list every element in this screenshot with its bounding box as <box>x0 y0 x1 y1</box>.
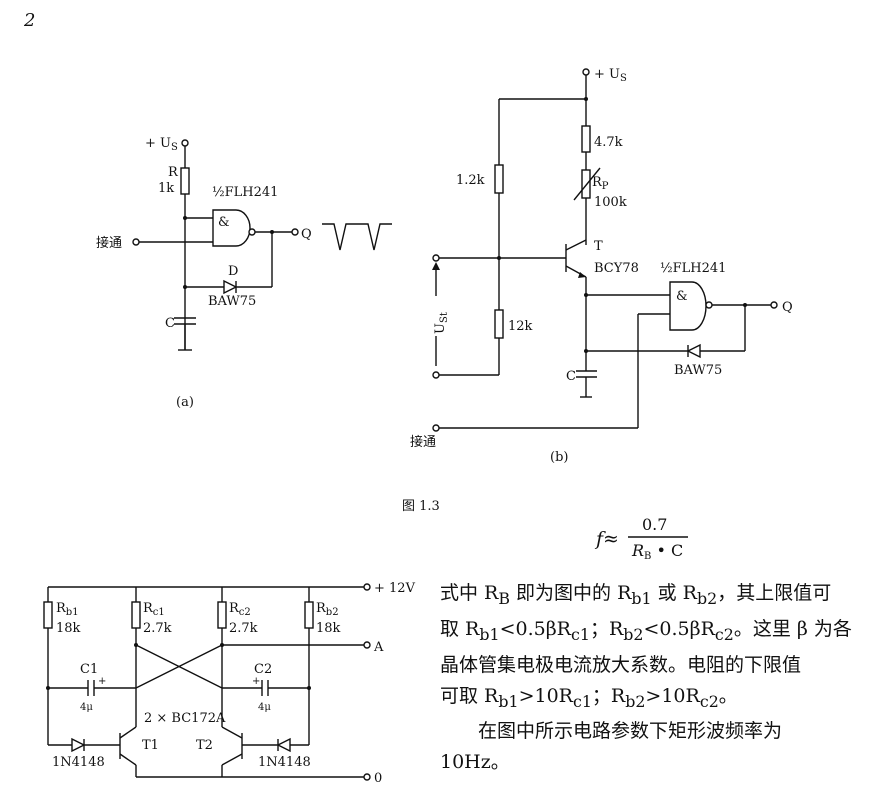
circuit-c: + 12V Rb1 18k Rc1 2.7k Rc2 2.7k Rb2 18k <box>43 581 416 786</box>
figure-caption: 图 1.3 <box>402 499 440 514</box>
input-label-a: 接通 <box>96 235 122 251</box>
gate-symbol-a: & <box>218 215 230 230</box>
rc1-value: 2.7k <box>143 621 172 636</box>
diode-2 <box>276 737 291 753</box>
supply-terminal-b <box>582 68 590 76</box>
gate-name-b: ½FLH241 <box>660 261 726 276</box>
supply-label-a: + US <box>145 136 178 153</box>
rb2-value: 18k <box>316 621 341 636</box>
gate-symbol-b: & <box>676 289 688 304</box>
ground-terminal <box>363 773 371 781</box>
c1-label: C1 <box>80 662 98 677</box>
t1-label: T1 <box>142 738 159 753</box>
resistor-12k-label: 12k <box>508 319 533 334</box>
text-line-6: 10Hz。 <box>440 751 510 774</box>
potentiometer-rp <box>581 169 591 199</box>
paragraph: 式中 RB 即为图中的 Rb1 或 Rb2，其上限值可 取 Rb1<0.5βRc… <box>440 578 860 778</box>
c2-value: 4μ <box>258 702 271 713</box>
resistor-4-7k <box>581 125 591 153</box>
nand-gate-b <box>669 281 707 331</box>
text-line-4: 可取 Rb1>10Rc1；Rb2>10Rc2。 <box>440 684 738 711</box>
diode-part-a: BAW75 <box>208 294 256 309</box>
resistor-rb2 <box>304 601 314 629</box>
vin-top-terminal <box>432 254 440 262</box>
page-number: 2 <box>24 10 36 31</box>
c2-plus: + <box>252 676 260 687</box>
ground-label: 0 <box>374 771 382 786</box>
resistor-rc1 <box>131 601 141 629</box>
c2-label: C2 <box>254 662 272 677</box>
formula-denominator: RB • C <box>631 541 683 562</box>
supply-label-b: + US <box>594 67 627 84</box>
diode-part-b: BAW75 <box>674 363 722 378</box>
c1-plus: + <box>98 676 106 687</box>
rb1-value: 18k <box>56 621 81 636</box>
text-line-5: 在图中所示电路参数下矩形波频率为 <box>478 720 783 743</box>
output-label-a: Q <box>301 227 312 242</box>
pulse-waveform <box>322 223 392 251</box>
resistor-label-a: R <box>168 165 179 180</box>
caption-a: (a) <box>176 395 194 410</box>
rc1-label: Rc1 <box>143 601 165 618</box>
text-line-2: 取 Rb1<0.5βRc1；Rb2<0.5βRc2。这里 β 为各 <box>440 617 852 644</box>
formula-lhs: f≈ <box>594 528 619 550</box>
circuit-a: + US R 1k & ½FLH241 接通 Q <box>96 136 392 410</box>
diode-1-label: 1N4148 <box>52 755 105 770</box>
input-terminal-a <box>132 238 140 246</box>
capacitor-label-b: C <box>566 369 576 384</box>
t2-label: T2 <box>196 738 213 753</box>
capacitor-label-a: C <box>165 316 175 331</box>
input-terminal-b <box>432 424 440 432</box>
diode-a <box>223 279 238 295</box>
resistor-4-7k-label: 4.7k <box>594 135 623 150</box>
vin-bottom-terminal <box>432 371 440 379</box>
vin-label: USt <box>433 312 450 334</box>
transistor-label: T <box>594 239 603 254</box>
c1-value: 4μ <box>80 702 93 713</box>
resistor-r-a <box>180 167 190 195</box>
transistor-part: BCY78 <box>594 261 639 276</box>
rc2-value: 2.7k <box>229 621 258 636</box>
output-label-b: Q <box>782 300 793 315</box>
resistor-1-2k-label: 1.2k <box>456 173 485 188</box>
diode-1 <box>71 737 86 753</box>
rb1-label: Rb1 <box>56 601 79 618</box>
resistor-value-a: 1k <box>158 181 174 196</box>
transistors-label: 2 × BC172A <box>144 711 226 726</box>
rc2-label: Rc2 <box>229 601 251 618</box>
gate-name-a: ½FLH241 <box>212 185 278 200</box>
resistor-12k <box>494 309 504 339</box>
rp-value: 100k <box>594 195 627 210</box>
supply-terminal-a <box>181 139 189 147</box>
diode-label-a: D <box>228 264 238 279</box>
supply-label-c: + 12V <box>374 581 416 596</box>
formula-numerator: 0.7 <box>642 515 667 534</box>
supply-terminal-c <box>363 583 371 591</box>
resistor-1-2k <box>494 164 504 194</box>
rb2-label: Rb2 <box>316 601 339 618</box>
text-line-1: 式中 RB 即为图中的 Rb1 或 Rb2，其上限值可 <box>440 582 832 608</box>
caption-b: (b) <box>550 450 568 465</box>
circuit-b: + US 1.2k 4.7k RP 100k <box>410 67 793 465</box>
resistor-rb1 <box>43 601 53 629</box>
output-terminal-a <box>291 228 299 236</box>
output-label-c: A <box>373 640 384 655</box>
resistor-rc2 <box>217 601 227 629</box>
diode-b <box>686 343 701 359</box>
output-terminal-c <box>363 641 371 649</box>
input-label-b: 接通 <box>410 434 436 450</box>
text-line-3: 晶体管集电极电流放大系数。电阻的下限值 <box>440 653 802 676</box>
output-terminal-b <box>770 301 778 309</box>
diode-2-label: 1N4148 <box>258 755 311 770</box>
rp-label: RP <box>592 175 609 192</box>
